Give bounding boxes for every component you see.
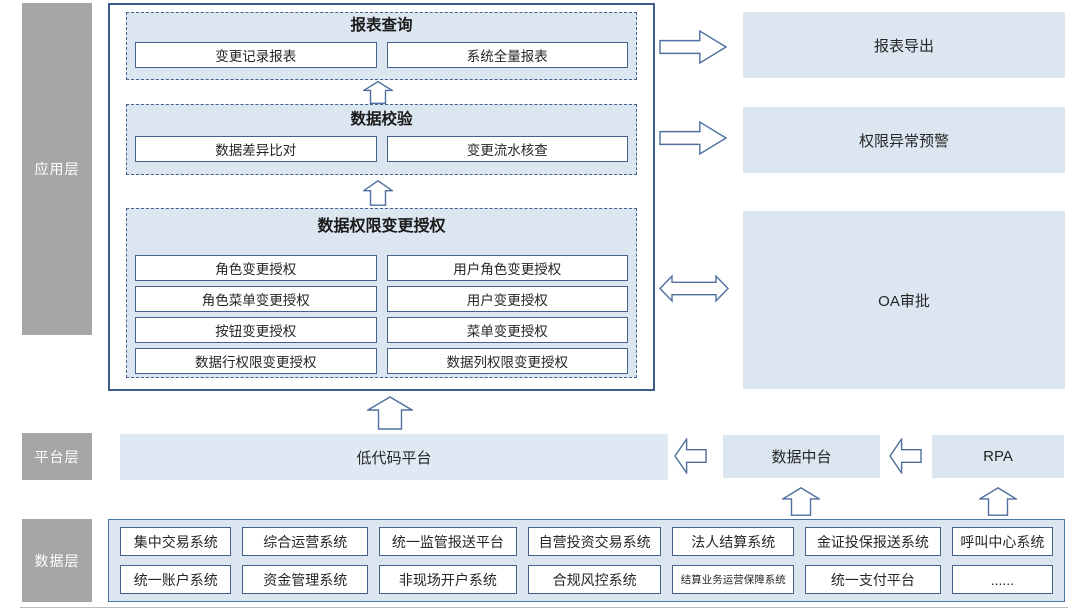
data-systems-row-1: 集中交易系统 综合运营系统 统一监管报送平台 自营投资交易系统 法人结算系统 金… (120, 527, 1053, 556)
left-arrow-icon (889, 438, 922, 474)
section-data-validation: 数据校验 数据差异比对 变更流水核查 (126, 104, 637, 175)
section-report-query: 报表查询 变更记录报表 系统全量报表 (126, 12, 637, 80)
platform-box-data-middle: 数据中台 (723, 435, 880, 478)
node-data-row-perm-change-auth: 数据行权限变更授权 (135, 348, 377, 374)
up-arrow-icon (363, 180, 393, 206)
right-arrow-icon (659, 121, 727, 155)
node-button-change-auth: 按钮变更授权 (135, 317, 377, 343)
node-user-change-auth: 用户变更授权 (386, 286, 628, 312)
system-box: 法人结算系统 (672, 527, 794, 556)
left-arrow-icon (674, 438, 707, 474)
layer-label-application: 应用层 (22, 3, 92, 335)
up-arrow-icon (979, 487, 1017, 516)
system-box: 自营投资交易系统 (527, 527, 662, 556)
section-permission-change-auth: 数据权限变更授权 角色变更授权 用户角色变更授权 角色菜单变更授权 用户变更授权… (126, 208, 637, 378)
right-arrow-icon (659, 30, 727, 64)
system-box: 统一支付平台 (805, 565, 941, 594)
system-box: 合规风控系统 (527, 565, 662, 594)
section-items: 角色变更授权 用户角色变更授权 角色菜单变更授权 用户变更授权 按钮变更授权 菜… (127, 255, 636, 374)
platform-box-low-code: 低代码平台 (120, 434, 668, 480)
system-box: ...... (951, 565, 1053, 594)
up-arrow-icon (367, 396, 413, 430)
up-arrow-icon (782, 487, 820, 516)
external-box-report-export: 报表导出 (743, 12, 1065, 78)
platform-box-rpa: RPA (932, 435, 1064, 478)
double-arrow-icon (659, 272, 729, 305)
system-box: 统一账户系统 (120, 565, 232, 594)
node-user-role-change-auth: 用户角色变更授权 (386, 255, 628, 281)
node-role-change-auth: 角色变更授权 (135, 255, 377, 281)
section-items: 数据差异比对 变更流水核查 (127, 136, 636, 162)
node-change-record-report: 变更记录报表 (135, 42, 377, 68)
system-box: 资金管理系统 (242, 565, 368, 594)
bottom-divider (20, 607, 1068, 608)
external-box-permission-alert: 权限异常预警 (743, 107, 1065, 173)
section-title: 数据校验 (350, 111, 413, 128)
system-box: 统一监管报送平台 (379, 527, 517, 556)
layer-label-data: 数据层 (22, 519, 92, 602)
node-menu-change-auth: 菜单变更授权 (386, 317, 628, 343)
node-data-diff-compare: 数据差异比对 (135, 136, 377, 162)
system-box: 呼叫中心系统 (951, 527, 1053, 556)
layer-label-platform: 平台层 (22, 433, 92, 480)
system-box: 结算业务运营保障系统 (672, 565, 794, 594)
system-box: 非现场开户系统 (379, 565, 517, 594)
data-layer-container: 集中交易系统 综合运营系统 统一监管报送平台 自营投资交易系统 法人结算系统 金… (108, 519, 1065, 602)
node-change-flow-check: 变更流水核查 (386, 136, 628, 162)
system-box: 集中交易系统 (120, 527, 232, 556)
data-systems-row-2: 统一账户系统 资金管理系统 非现场开户系统 合规风控系统 结算业务运营保障系统 … (120, 565, 1053, 594)
external-box-oa-approval: OA审批 (743, 211, 1065, 389)
system-box: 综合运营系统 (242, 527, 368, 556)
section-title: 报表查询 (350, 17, 413, 34)
up-arrow-icon (363, 81, 393, 104)
node-data-col-perm-change-auth: 数据列权限变更授权 (386, 348, 628, 374)
node-system-full-report: 系统全量报表 (386, 42, 628, 68)
node-role-menu-change-auth: 角色菜单变更授权 (135, 286, 377, 312)
section-items: 变更记录报表 系统全量报表 (127, 42, 636, 68)
system-box: 金证投保报送系统 (805, 527, 941, 556)
section-title: 数据权限变更授权 (317, 218, 446, 235)
